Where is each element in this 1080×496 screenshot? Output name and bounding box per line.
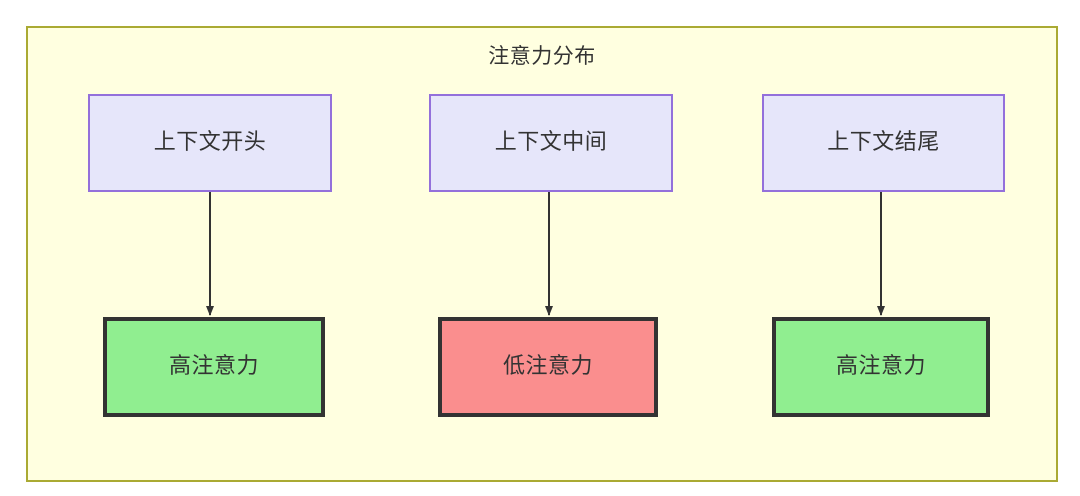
- node-context-end[interactable]: 上下文结尾: [762, 94, 1005, 192]
- node-attention-end[interactable]: 高注意力: [772, 317, 990, 417]
- node-attention-middle[interactable]: 低注意力: [438, 317, 658, 417]
- node-context-middle-label: 上下文中间: [494, 129, 608, 155]
- diagram-title: 注意力分布: [488, 44, 596, 68]
- node-attention-start[interactable]: 高注意力: [103, 317, 325, 417]
- node-attention-start-label: 高注意力: [168, 353, 259, 379]
- node-context-middle[interactable]: 上下文中间: [429, 94, 673, 192]
- node-context-end-label: 上下文结尾: [827, 129, 940, 155]
- node-attention-end-label: 高注意力: [835, 353, 926, 379]
- node-context-start[interactable]: 上下文开头: [88, 94, 332, 192]
- node-attention-middle-label: 低注意力: [502, 353, 593, 379]
- node-context-start-label: 上下文开头: [153, 129, 267, 155]
